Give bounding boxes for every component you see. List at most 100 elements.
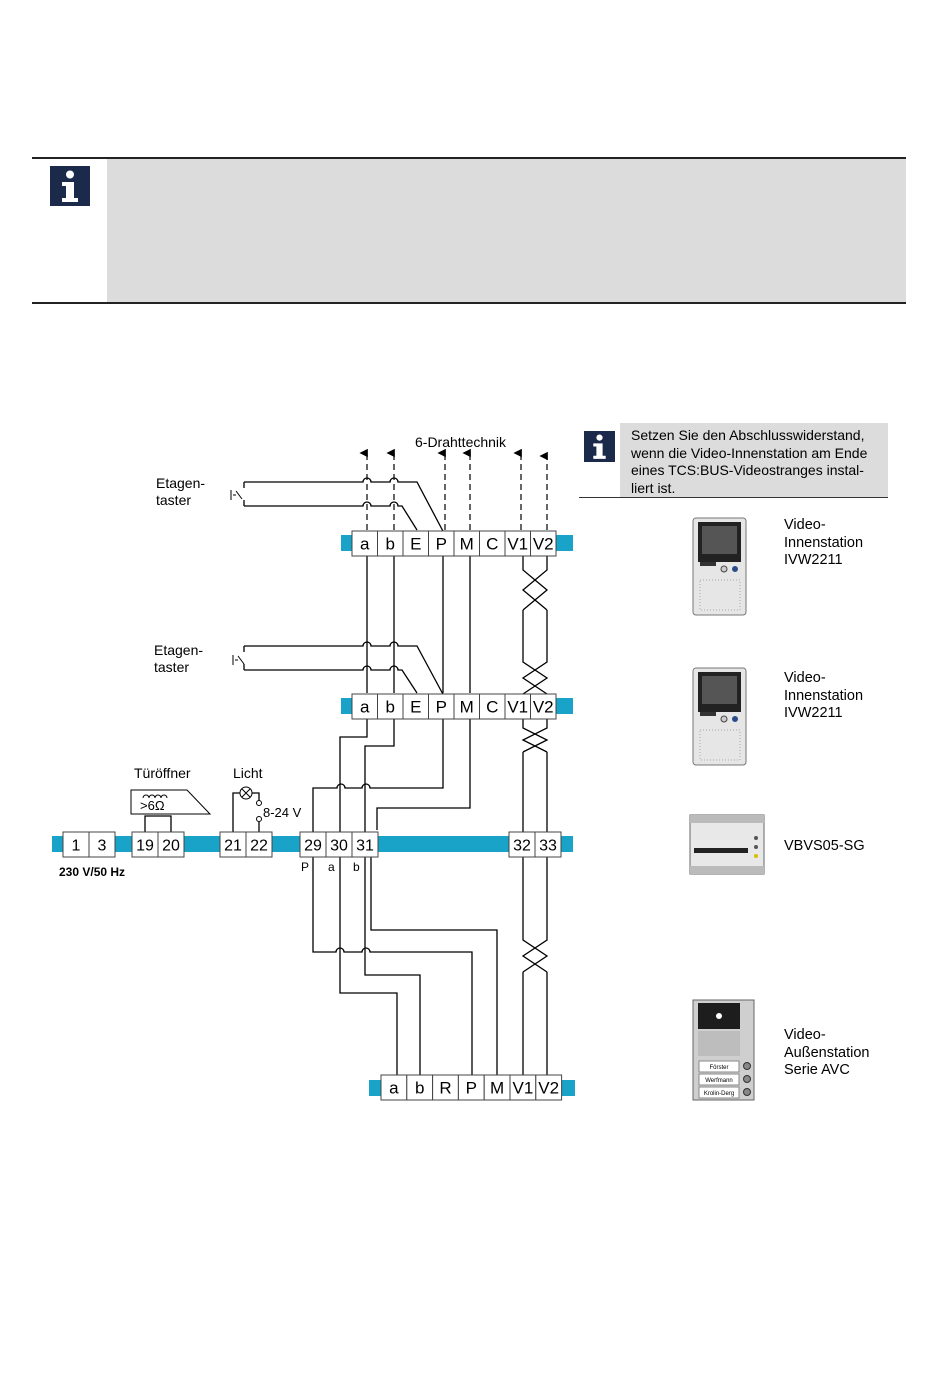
terminal-block-bus: 29 30 31 <box>299 831 379 858</box>
terminal-label: 29 <box>304 837 322 854</box>
terminal-cell <box>534 831 562 858</box>
bus-sub-label-a: a <box>328 860 335 874</box>
terminal-label: a <box>360 535 370 554</box>
name-tag-1: Förster <box>709 1065 728 1071</box>
terminal-cell <box>535 1074 563 1101</box>
terminal-label: V1 <box>507 535 528 554</box>
terminal-block-light: 21 22 <box>219 831 273 858</box>
info-icon <box>584 431 615 462</box>
terminal-label: V2 <box>533 535 554 554</box>
floor-button-label-2: Etagen-taster <box>154 642 203 675</box>
info-box-body <box>107 159 906 302</box>
terminal-cell <box>504 693 531 720</box>
terminal-cell <box>351 530 378 557</box>
terminal-cell <box>530 530 557 557</box>
terminal-cell <box>299 831 327 858</box>
terminal-cell <box>88 831 116 858</box>
note-divider <box>579 497 888 498</box>
terminal-label: b <box>415 1079 424 1098</box>
terminal-label: 32 <box>513 837 531 854</box>
terminal-cell <box>453 530 480 557</box>
terminal-cell <box>351 693 378 720</box>
terminal-label: M <box>490 1079 504 1098</box>
terminal-label: V1 <box>513 1079 534 1098</box>
terminal-cell <box>483 1074 511 1101</box>
outdoor-station-label: Video- Außenstation Serie AVC <box>784 1027 870 1078</box>
terminal-label: C <box>486 535 498 554</box>
note-text: Setzen Sie den Abschlusswiderstand, wenn… <box>631 427 868 496</box>
terminal-cell <box>157 831 185 858</box>
terminal-label: V2 <box>533 698 554 717</box>
top-info-box <box>32 157 906 304</box>
terminal-cell <box>457 1074 485 1101</box>
terminal-cell <box>479 693 506 720</box>
diagram-title: 6-Drahttechnik <box>415 434 507 450</box>
terminal-label: 19 <box>136 837 154 854</box>
terminal-cell <box>402 693 429 720</box>
terminal-label: 31 <box>356 837 374 854</box>
terminal-cell <box>351 831 379 858</box>
name-tag-2: Werfmann <box>705 1078 733 1084</box>
info-icon <box>50 166 90 206</box>
terminal-label: V2 <box>538 1079 559 1098</box>
terminal-cell <box>428 530 455 557</box>
terminal-label: P <box>466 1079 477 1098</box>
bus-sub-label-p: P <box>301 860 309 874</box>
door-opener-value: >6Ω <box>140 798 165 813</box>
bus-sub-label-b: b <box>353 860 360 874</box>
indoor-station-1-image <box>692 517 747 616</box>
note-body <box>620 423 888 497</box>
indoor-station-1-label: Video- Innenstation IVW2211 <box>784 517 864 568</box>
floor-button-symbol-2 <box>232 655 245 665</box>
terminal-label: 21 <box>224 837 242 854</box>
terminal-label: E <box>410 698 421 717</box>
terminal-label: 30 <box>330 837 348 854</box>
lamp-icon <box>239 786 262 822</box>
control-unit-label: VBVS05-SG <box>784 838 865 854</box>
name-tag-3: Krolin-Derg <box>704 1091 734 1097</box>
floor-button-label-1: Etagen-taster <box>156 475 205 508</box>
outdoor-station-image: Förster Werfmann Krolin-Derg <box>692 999 755 1101</box>
light-label: Licht <box>233 765 263 781</box>
upward-arrows <box>359 448 548 530</box>
floor-button-symbol-1 <box>230 490 243 500</box>
terminator-note: Setzen Sie den Abschlusswiderstand, wenn… <box>579 423 888 497</box>
terminal-label: R <box>439 1079 451 1098</box>
terminal-cell <box>377 530 404 557</box>
terminal-cell <box>432 1074 459 1101</box>
terminal-label: a <box>360 698 370 717</box>
terminal-label: M <box>460 698 474 717</box>
terminal-label: C <box>486 698 498 717</box>
terminal-label: P <box>436 535 447 554</box>
terminal-label: 3 <box>98 837 107 854</box>
terminal-label: P <box>436 698 447 717</box>
terminal-cell <box>380 1074 408 1101</box>
indoor-station-2-label: Video- Innenstation IVW2211 <box>784 670 864 721</box>
wires <box>144 477 549 1075</box>
light-voltage: 8-24 V <box>263 805 302 820</box>
control-unit-image <box>689 814 765 875</box>
terminal-label: b <box>386 698 395 717</box>
mains-label: 230 V/50 Hz <box>59 865 125 879</box>
terminal-label: E <box>410 535 421 554</box>
terminal-label: b <box>386 535 395 554</box>
terminal-cell <box>131 831 159 858</box>
terminal-cell <box>245 831 273 858</box>
terminal-label: 22 <box>250 837 268 854</box>
terminal-label: a <box>389 1079 399 1098</box>
door-opener-icon: >6Ω <box>130 789 212 815</box>
terminal-cell <box>508 831 536 858</box>
terminal-label: M <box>460 535 474 554</box>
terminal-cell <box>428 693 455 720</box>
door-opener-label: Türöffner <box>134 765 191 781</box>
terminal-label: V1 <box>507 698 528 717</box>
indoor-station-2-image <box>692 667 747 766</box>
terminal-label: 1 <box>72 837 81 854</box>
